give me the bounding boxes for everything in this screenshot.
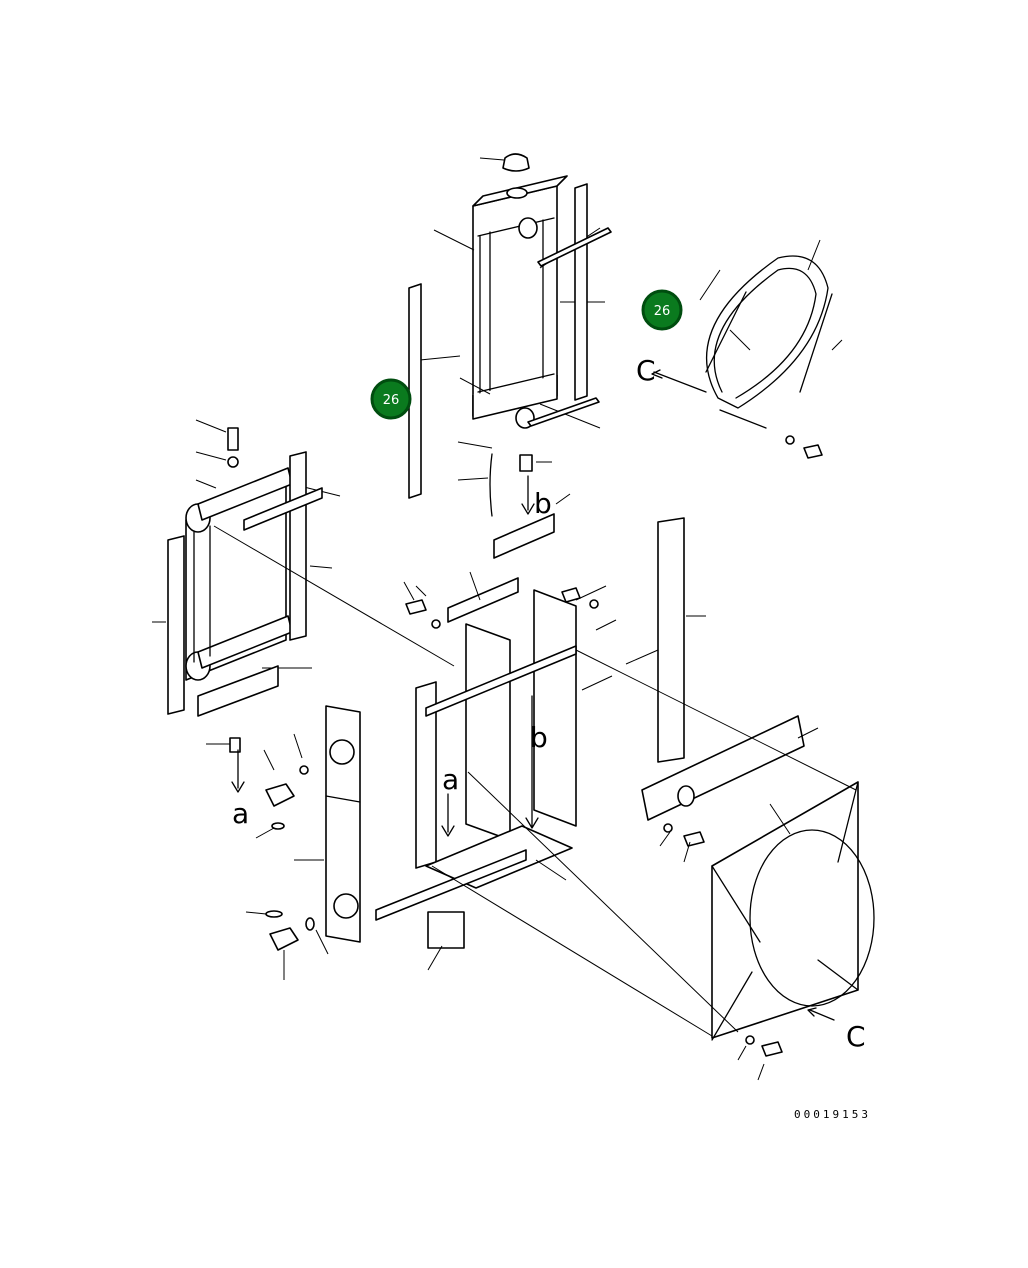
letter-c-bottom: C — [846, 1020, 866, 1053]
assembly-guide-lines — [213, 525, 857, 1037]
hose-and-bushing — [457, 441, 552, 517]
radiator-core-top — [419, 153, 605, 429]
letter-b-top: b — [534, 487, 552, 520]
bracket-tall-left-plate — [294, 705, 361, 943]
side-bar-left-inner — [289, 451, 307, 641]
side-bar-right-tall — [625, 517, 706, 763]
letter-c-top: C — [636, 354, 656, 387]
main-support-frame — [375, 571, 617, 921]
side-bar-right-top — [574, 183, 588, 401]
letter-b-center: b — [530, 721, 548, 754]
blocks-center — [427, 493, 571, 971]
block-left — [197, 665, 279, 753]
elbow-fittings-left — [206, 733, 329, 980]
side-bar-left-outer — [167, 535, 185, 715]
plate-right — [641, 715, 819, 863]
bolts-center — [405, 587, 599, 629]
callout-26-left-label: 26 — [383, 393, 400, 408]
crossbar-left — [243, 487, 323, 531]
fan-shroud — [711, 781, 875, 1081]
callout-26-right[interactable]: 26 — [641, 289, 683, 331]
rod-top — [527, 227, 612, 427]
fan-ring-guard — [699, 239, 843, 459]
direction-arrows — [231, 369, 835, 1021]
letter-a-center: a — [442, 763, 459, 796]
callout-26-left[interactable]: 26 — [370, 378, 412, 420]
side-bar-left-top — [408, 283, 422, 499]
letter-a-left: a — [232, 797, 249, 830]
drawing-number: 00019153 — [794, 1108, 871, 1121]
callout-26-right-label: 26 — [654, 304, 671, 319]
